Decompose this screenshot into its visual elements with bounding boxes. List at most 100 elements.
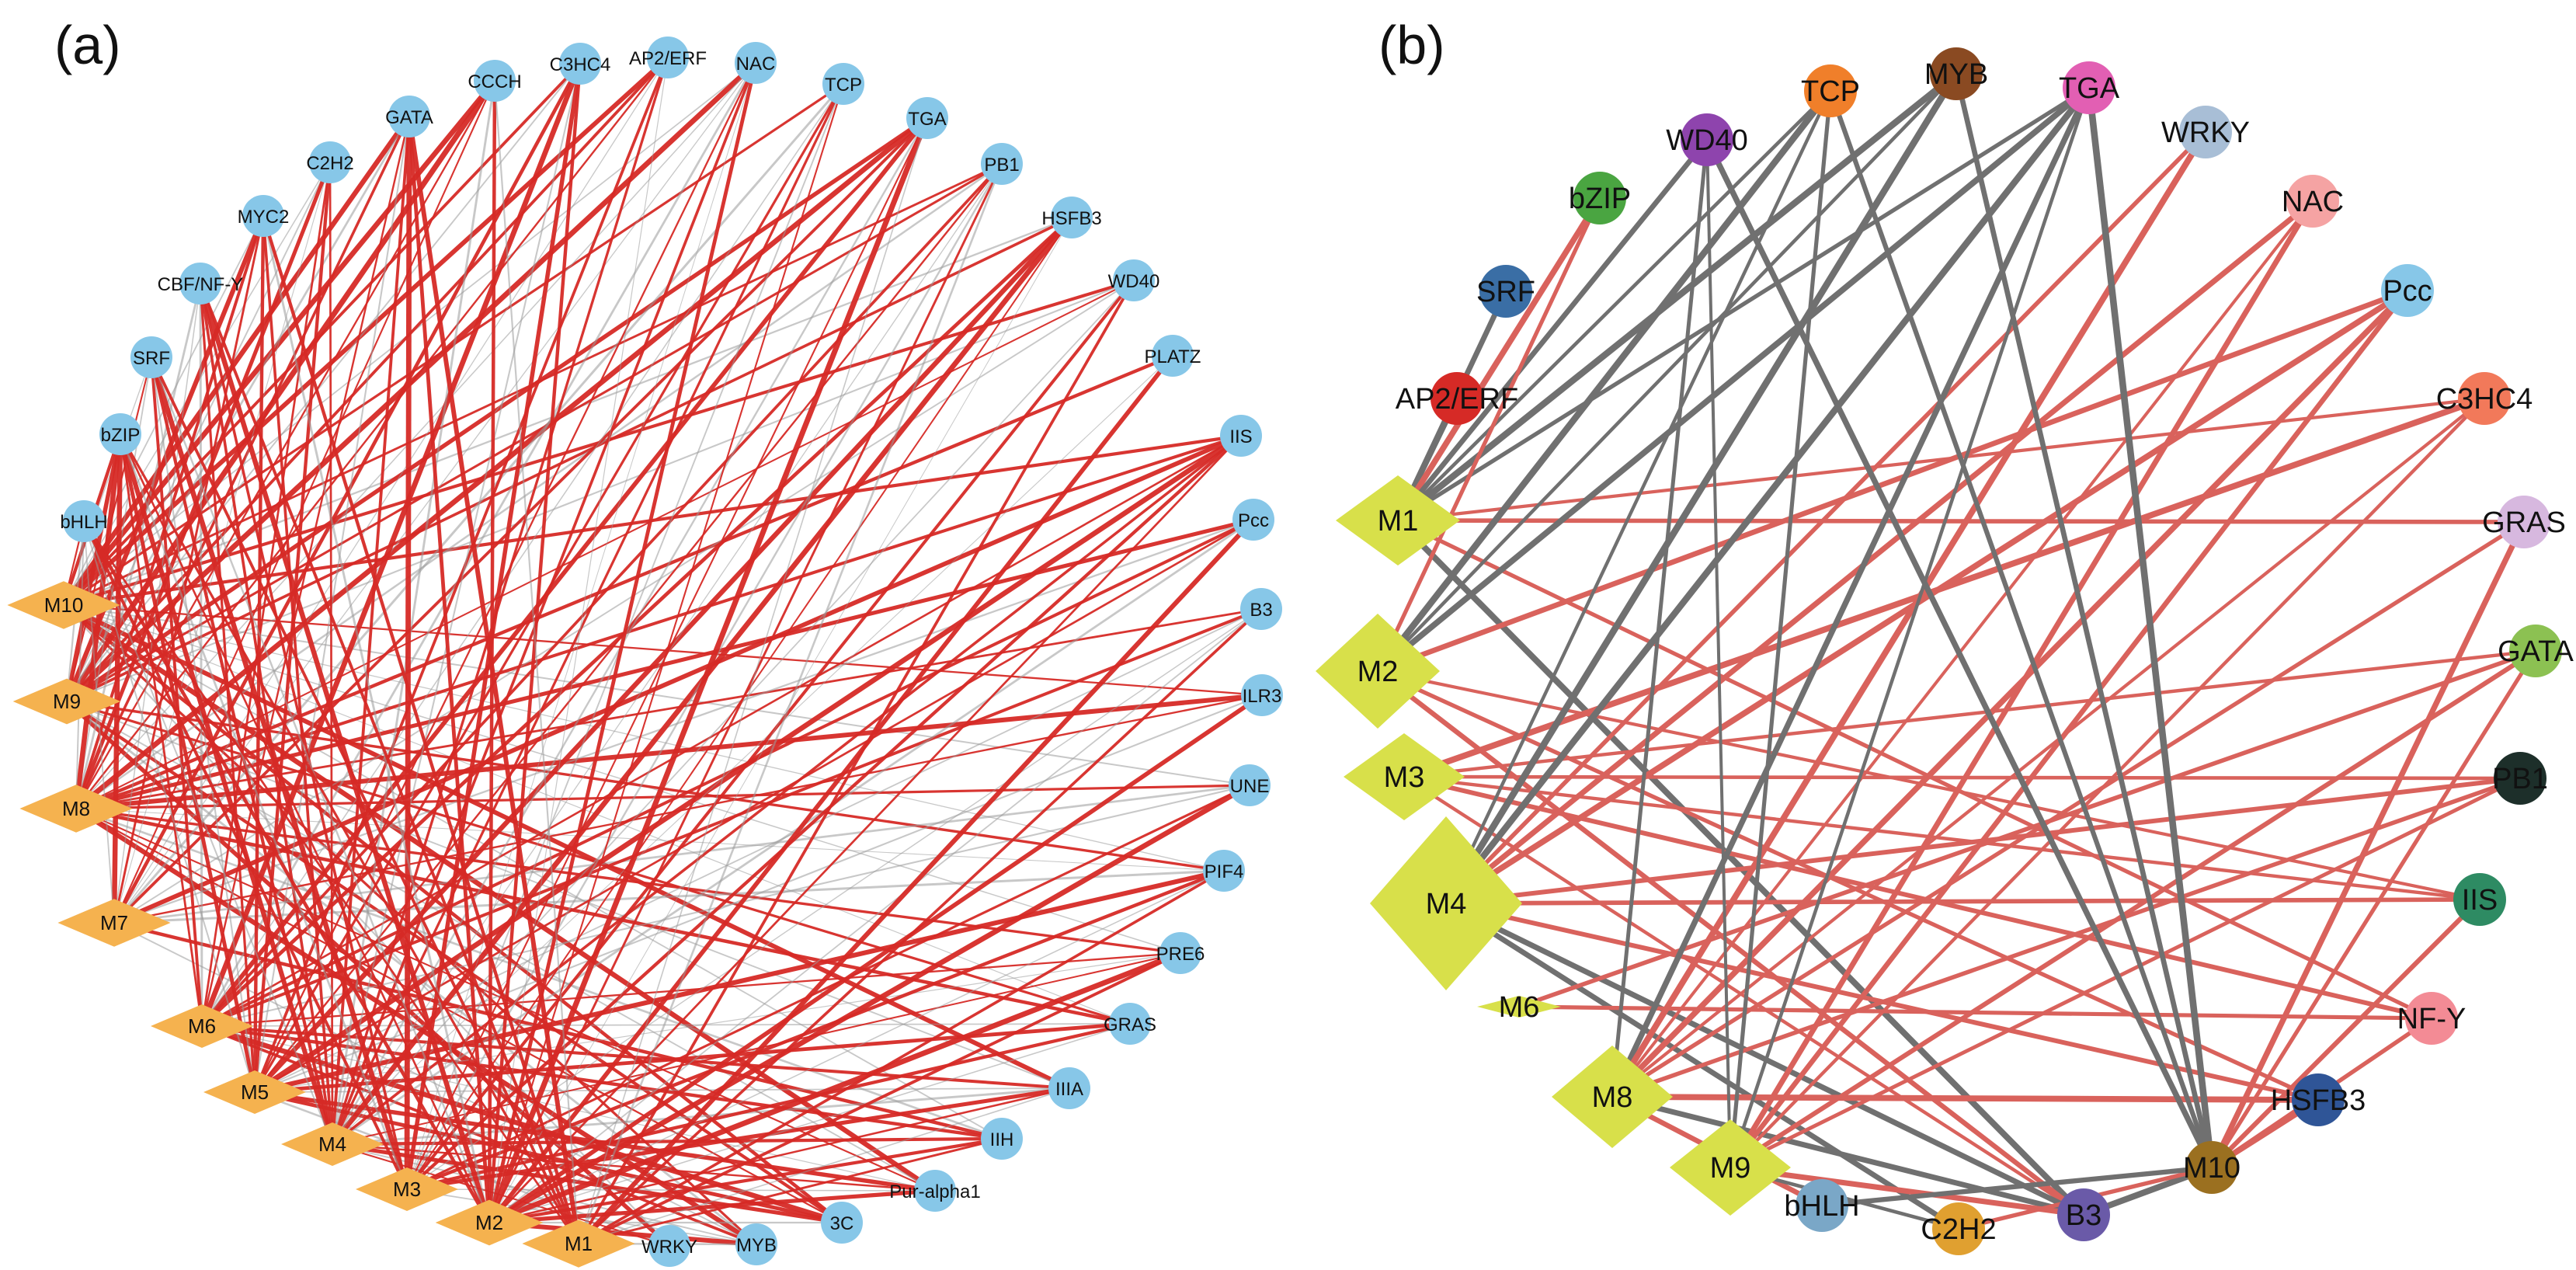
tf-label: TCP — [1801, 75, 1860, 108]
tf-node-gata: GATA — [385, 96, 433, 137]
tf-label: CCCH — [468, 71, 521, 92]
edge-m5-myc2 — [252, 215, 266, 1093]
tf-node-gras: GRAS — [2482, 496, 2566, 548]
edge-m8-nac — [75, 62, 756, 809]
edge-m3-bzip — [119, 433, 408, 1190]
edge-m7-ilr3 — [113, 694, 1263, 924]
tf-label: PRE6 — [1156, 944, 1205, 965]
module-label: M2 — [475, 1211, 503, 1234]
edge-m4-pcc — [332, 518, 1254, 1146]
edge-m3-pif4 — [406, 868, 1225, 1192]
edge-m1-gata — [407, 116, 581, 1244]
edge-m1-wd40 — [1396, 137, 1709, 523]
edge-m6-myb — [201, 1025, 757, 1246]
edge-m1-iiia — [578, 1087, 1070, 1244]
edge-m8-gras — [1611, 520, 2526, 1099]
edge-m5-bzip — [118, 433, 257, 1093]
module-label: M10 — [2183, 1152, 2241, 1185]
tf-label: PIF4 — [1205, 861, 1244, 882]
tf-label: SRF — [1476, 276, 1535, 308]
edge-m9-tga — [1728, 87, 2091, 1168]
edge-m5-hsfb3 — [252, 215, 1074, 1094]
tf-node-myb: MYB — [735, 1223, 777, 1265]
tf-node-gata: GATA — [2498, 625, 2574, 677]
edge-m9-nac — [1728, 200, 2315, 1169]
tf-label: bZIP — [101, 425, 141, 446]
module-label: M2 — [1358, 656, 1399, 688]
edge-m10-wd40 — [1704, 138, 2215, 1169]
edge-m7-iih — [113, 920, 1003, 1141]
tf-node-wd40: WD40 — [1666, 113, 1748, 166]
edge-m1-nf-y — [1396, 518, 2433, 1021]
edge-m3-gras — [406, 1021, 1131, 1192]
edge-m4-pcc — [1444, 287, 2410, 906]
tf-label: AP2/ERF — [629, 48, 707, 69]
tf-label: Pcc — [1238, 510, 1269, 531]
tf-label: bZIP — [1569, 183, 1631, 215]
edge-m2-ap2-erf — [488, 57, 669, 1223]
tf-label: C2H2 — [1921, 1213, 1996, 1246]
edge-m4-pre6 — [332, 952, 1181, 1145]
edge-m10-tcp — [1828, 89, 2214, 1169]
tf-node-wrky: WRKY — [641, 1225, 697, 1267]
tf-label: TGA — [908, 109, 946, 130]
edge-m8-une — [75, 784, 1250, 810]
tf-node-ccch: CCCH — [468, 60, 522, 102]
tf-label: IIIA — [1055, 1079, 1083, 1100]
module-node-m5: M5 — [203, 1070, 306, 1114]
module-node-m4: M4 — [1370, 816, 1522, 990]
module-node-m6: M6 — [1477, 991, 1561, 1024]
edge-m9-wd40 — [1705, 139, 1732, 1168]
edge-m9-pcc — [1728, 288, 2410, 1170]
tf-node-iih: IIH — [981, 1118, 1023, 1160]
tf-label: IIS — [2462, 884, 2498, 917]
tf-label: IIH — [990, 1129, 1014, 1150]
edge-m7-ap2-erf — [113, 57, 669, 924]
tf-node-platz: PLATZ — [1145, 335, 1201, 377]
edge-m10-ilr3 — [63, 604, 1263, 697]
edge-m10-iis — [2209, 897, 2482, 1170]
tf-label: WD40 — [1108, 271, 1160, 292]
module-node-m6: M6 — [151, 1004, 253, 1048]
module-label: M7 — [100, 911, 128, 934]
tf-label: GRAS — [1104, 1014, 1156, 1035]
tf-node-hsfb3: HSFB3 — [2271, 1073, 2366, 1126]
tf-label: CBF/NF-Y — [158, 274, 244, 295]
edge-m3-iiia — [406, 1086, 1070, 1192]
module-node-m1: M1 — [1336, 475, 1460, 565]
tf-node-gras: GRAS — [1104, 1003, 1156, 1045]
tf-label: WRKY — [2161, 117, 2250, 149]
module-node-m3: M3 — [1344, 733, 1465, 820]
tf-node-ap2-erf: AP2/ERF — [1396, 372, 1518, 425]
edge-m2-bhlh — [82, 520, 491, 1224]
edge-m2-cbf-nf-y — [197, 283, 492, 1223]
tf-node-pif4: PIF4 — [1203, 850, 1245, 892]
edge-m6-c3hc4 — [199, 62, 583, 1028]
tf-label: GRAS — [2482, 506, 2566, 539]
module-label: M9 — [53, 690, 81, 713]
edge-m7-c2h2 — [113, 162, 331, 924]
edge-m1-wd40 — [577, 280, 1135, 1244]
edge-m2-hsfb3 — [488, 217, 1072, 1223]
tf-node-iis: IIS — [1220, 415, 1262, 457]
edge-m4-tcp — [1444, 90, 1832, 904]
edge-m7-ccch — [113, 80, 495, 924]
edge-m8-c3hc4 — [1611, 397, 2486, 1098]
module-label: M3 — [1384, 761, 1425, 794]
edge-m9-c3hc4 — [1729, 397, 2486, 1169]
tf-node-c3hc4: C3HC4 — [550, 43, 610, 85]
tf-label: IIS — [1229, 426, 1252, 447]
edge-m4-iis — [1445, 897, 2480, 906]
edge-m10-tga — [2085, 87, 2216, 1168]
edge-m2-bzip — [1375, 197, 1602, 673]
edge-m3-wd40 — [405, 279, 1135, 1191]
module-label: M10 — [44, 593, 84, 617]
edge-m2-myc2 — [262, 215, 491, 1223]
edge-m4-nac — [1444, 199, 2315, 906]
edge-m3-hsfb3 — [406, 217, 1072, 1190]
edge-m3-bhlh — [82, 520, 408, 1190]
module-label: M8 — [62, 797, 90, 820]
tf-node-wd40: WD40 — [1108, 259, 1160, 301]
tf-node-nf-y: NF-Y — [2397, 992, 2466, 1045]
